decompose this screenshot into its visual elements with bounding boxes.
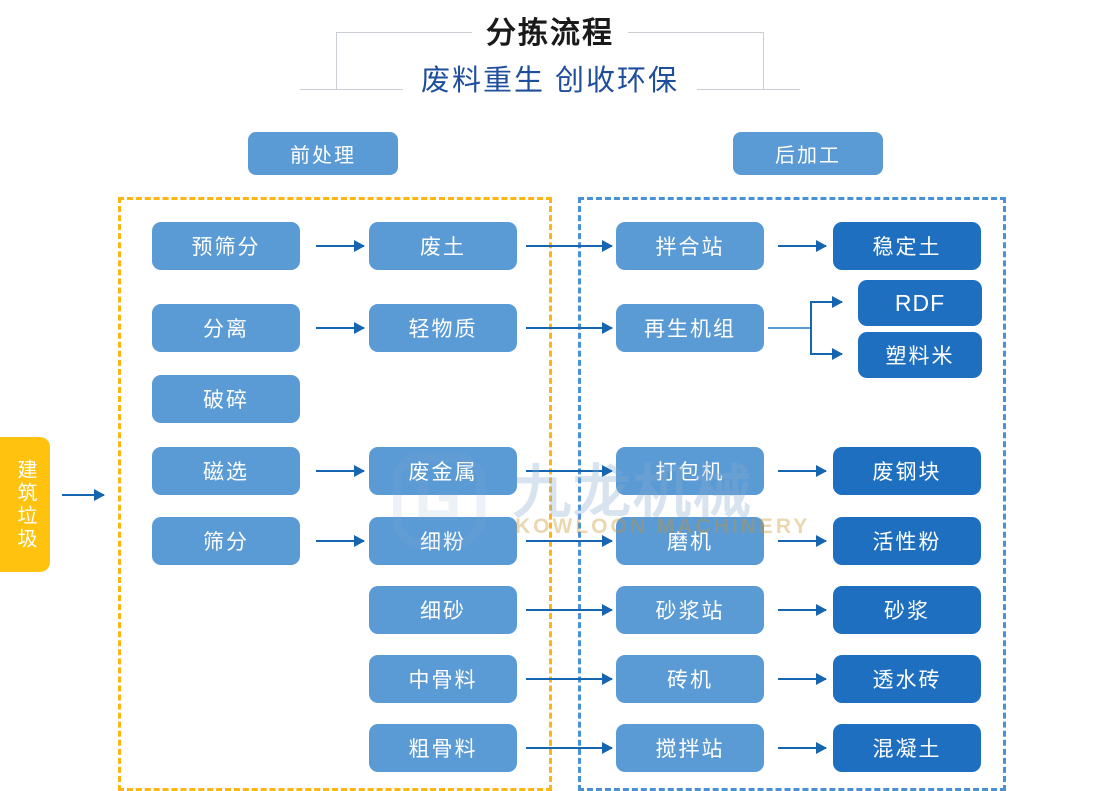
node-process-1: 分离	[152, 304, 300, 352]
node-material-0-label: 废土	[420, 236, 466, 259]
node-process-1-label: 分离	[203, 318, 249, 341]
arrow-process0-material0	[316, 240, 365, 252]
node-material-5: 中骨料	[369, 655, 517, 703]
node-product-1: RDF	[858, 280, 982, 326]
title-block: 分拣流程 废料重生 创收环保	[0, 0, 1100, 120]
title-rule-left	[300, 89, 340, 90]
title-rule-right	[760, 89, 800, 90]
stage-badge-postprocessing: 后加工	[733, 132, 883, 175]
node-material-4: 细砂	[369, 586, 517, 634]
page-subtitle-text: 废料重生 创收环保	[402, 65, 698, 97]
arrow-equipment2-product3	[778, 465, 827, 477]
node-material-1-label: 轻物质	[408, 318, 478, 341]
arrow-process3-material2	[316, 465, 365, 477]
arrow-equipment6-product7	[778, 742, 827, 754]
node-material-5-label: 中骨料	[408, 669, 478, 692]
node-product-1-label: RDF	[894, 289, 946, 316]
arrow-material4-equipment4	[526, 604, 613, 616]
arrow-material3-equipment3	[526, 535, 613, 547]
node-product-5-label: 砂浆	[884, 600, 930, 623]
page-title: 分拣流程	[0, 16, 1100, 52]
node-equipment-2: 打包机	[616, 447, 764, 495]
node-equipment-1: 再生机组	[616, 304, 764, 352]
node-product-6: 透水砖	[833, 655, 981, 703]
node-product-6-label: 透水砖	[872, 669, 942, 692]
node-material-3: 细粉	[369, 517, 517, 565]
node-material-3-label: 细粉	[420, 531, 466, 554]
node-material-2-label: 废金属	[408, 461, 478, 484]
node-product-2: 塑料米	[858, 332, 982, 378]
arrow-material0-equipment0	[526, 240, 613, 252]
arrow-material2-equipment2	[526, 465, 613, 477]
node-process-2-label: 破碎	[203, 389, 249, 412]
input-construction-waste: 建筑垃圾	[0, 437, 50, 572]
arrow-material5-equipment5	[526, 673, 613, 685]
node-material-0: 废土	[369, 222, 517, 270]
stage-badge-pretreatment-label: 前处理	[290, 145, 356, 167]
node-process-4-label: 筛分	[203, 531, 249, 554]
postprocessing-group-frame	[578, 197, 1006, 791]
node-equipment-4: 砂浆站	[616, 586, 764, 634]
node-equipment-6: 搅拌站	[616, 724, 764, 772]
node-product-7-label: 混凝土	[872, 738, 942, 761]
node-material-6: 粗骨料	[369, 724, 517, 772]
node-equipment-0-label: 拌合站	[655, 236, 725, 259]
arrow-equipment3-product4	[778, 535, 827, 547]
input-construction-waste-label: 建筑垃圾	[14, 458, 36, 551]
node-process-4: 筛分	[152, 517, 300, 565]
branch-stem-regeneration	[768, 327, 812, 329]
node-product-4: 活性粉	[833, 517, 981, 565]
arrow-process1-material1	[316, 322, 365, 334]
branch-vertical-regeneration	[810, 301, 812, 355]
node-product-5: 砂浆	[833, 586, 981, 634]
node-product-2-label: 塑料米	[885, 345, 955, 368]
node-equipment-3-label: 磨机	[667, 531, 713, 554]
pretreatment-group-frame	[118, 197, 552, 791]
node-equipment-2-label: 打包机	[655, 461, 725, 484]
stage-badge-pretreatment: 前处理	[248, 132, 398, 175]
node-equipment-5: 砖机	[616, 655, 764, 703]
node-material-6-label: 粗骨料	[408, 738, 478, 761]
node-equipment-4-label: 砂浆站	[655, 600, 725, 623]
node-product-3: 废钢块	[833, 447, 981, 495]
arrow-equipment4-product5	[778, 604, 827, 616]
arrow-regeneration-rdf	[810, 296, 843, 308]
arrow-regeneration-plastic-pellets	[810, 348, 843, 360]
node-product-0-label: 稳定土	[872, 236, 942, 259]
arrow-input-to-process	[62, 489, 105, 501]
node-equipment-0: 拌合站	[616, 222, 764, 270]
node-process-0: 预筛分	[152, 222, 300, 270]
node-product-3-label: 废钢块	[872, 461, 942, 484]
node-product-0: 稳定土	[833, 222, 981, 270]
arrow-material1-equipment1	[526, 322, 613, 334]
node-product-4-label: 活性粉	[872, 531, 942, 554]
node-equipment-3: 磨机	[616, 517, 764, 565]
node-material-4-label: 细砂	[420, 600, 466, 623]
arrow-material6-equipment6	[526, 742, 613, 754]
node-process-2: 破碎	[152, 375, 300, 423]
node-process-3: 磁选	[152, 447, 300, 495]
arrow-process4-material3	[316, 535, 365, 547]
arrow-equipment0-product0	[778, 240, 827, 252]
page-subtitle: 废料重生 创收环保	[0, 62, 1100, 100]
stage-badge-postprocessing-label: 后加工	[775, 145, 841, 167]
node-equipment-1-label: 再生机组	[644, 318, 736, 341]
node-material-1: 轻物质	[369, 304, 517, 352]
page-title-text: 分拣流程	[472, 17, 628, 50]
node-process-0-label: 预筛分	[191, 236, 261, 259]
node-product-7: 混凝土	[833, 724, 981, 772]
node-material-2: 废金属	[369, 447, 517, 495]
arrow-equipment5-product6	[778, 673, 827, 685]
node-equipment-6-label: 搅拌站	[655, 738, 725, 761]
node-process-3-label: 磁选	[203, 461, 249, 484]
node-equipment-5-label: 砖机	[667, 669, 713, 692]
